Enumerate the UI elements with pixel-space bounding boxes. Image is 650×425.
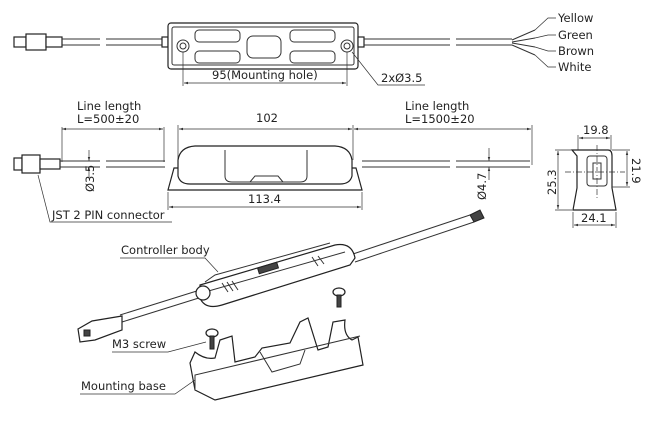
- iso-cable: [119, 209, 485, 323]
- end-body-height-text: 21.9: [629, 158, 643, 184]
- body-length-text: 102: [256, 111, 278, 125]
- end-view: 19.8 25.3 21.9 24.1: [545, 123, 643, 228]
- right-cable-dia-text: Ø4.7: [475, 173, 489, 200]
- iso-view: Controller body M3 screw Mounting base: [77, 209, 485, 401]
- iso-screw-right: [332, 287, 346, 308]
- iso-jst-connector: [77, 315, 123, 343]
- jst-connector-label: JST 2 PIN connector: [51, 208, 165, 222]
- top-right-cable: [357, 29, 536, 56]
- iso-screw-left: [205, 328, 219, 350]
- hole-dia-text: 2xØ3.5: [381, 71, 422, 85]
- hole-diameter-callout: 2xØ3.5: [351, 51, 425, 86]
- side-jst-connector: [13, 154, 61, 174]
- controller-body-label: Controller body: [121, 243, 210, 257]
- wire-label-brown: Brown: [558, 44, 594, 58]
- right-line-value: L=1500±20: [405, 112, 475, 126]
- m3-screw-label: M3 screw: [112, 337, 166, 351]
- end-base-width-text: 24.1: [581, 211, 607, 225]
- iso-mounting-base: [189, 317, 364, 401]
- top-controller-body: [167, 22, 359, 70]
- wire-label-green: Green: [558, 28, 593, 42]
- wire-color-labels: Yellow Green Brown White: [534, 11, 594, 74]
- end-top-width-text: 19.8: [583, 123, 609, 137]
- left-line-label: Line length: [77, 99, 141, 113]
- top-view: Yellow Green Brown White 95(Mounting hol…: [13, 11, 594, 86]
- end-height-text: 25.3: [545, 169, 559, 195]
- left-cable-dia-text: Ø3.5: [83, 165, 97, 192]
- mounting-hole-dimension: 95(Mounting hole): [182, 52, 348, 86]
- wire-label-yellow: Yellow: [557, 11, 593, 25]
- mounting-base-label: Mounting base: [81, 379, 166, 393]
- iso-controller-body: [195, 242, 356, 308]
- base-length-text: 113.4: [248, 192, 281, 206]
- wire-label-white: White: [558, 60, 591, 74]
- side-view: Line length L=500±20 102 Line length L=1…: [13, 99, 533, 223]
- left-line-value: L=500±20: [77, 112, 139, 126]
- top-left-cable: [62, 36, 169, 48]
- mounting-hole-dim-text: 95(Mounting hole): [212, 68, 318, 82]
- right-line-label: Line length: [405, 99, 469, 113]
- top-jst-connector: [13, 33, 63, 51]
- side-controller-body: [167, 145, 363, 191]
